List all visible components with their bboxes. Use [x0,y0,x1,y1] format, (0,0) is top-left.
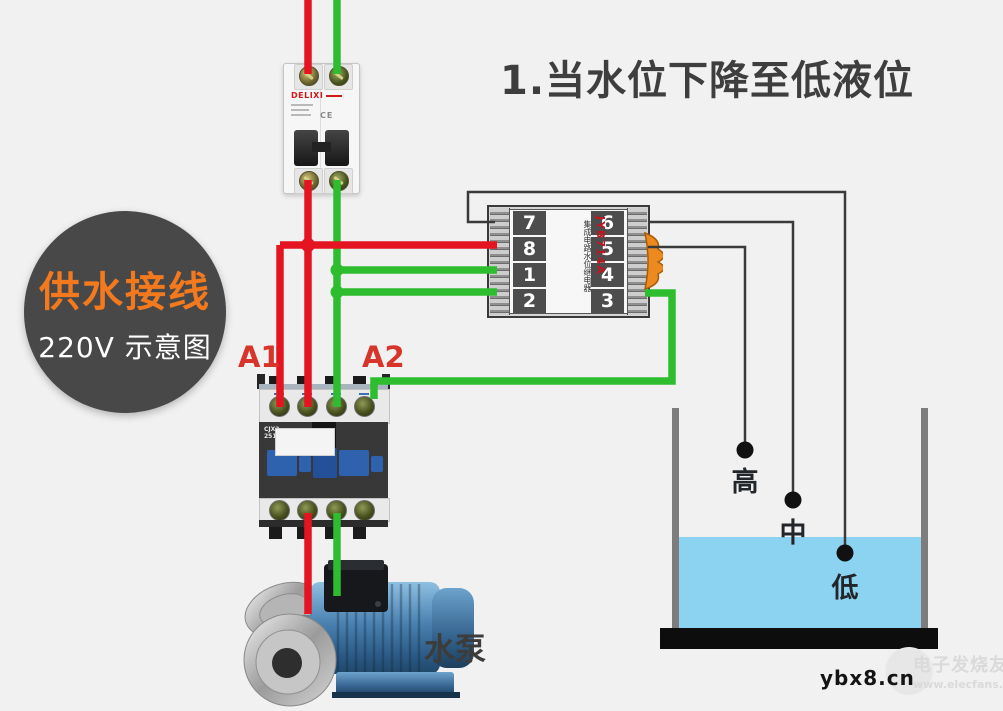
contactor-model-line2: 2510 [264,433,281,440]
watermark-site: ybx8.cn [820,666,915,690]
page-title: 1.当水位下降至低液位 [500,58,915,104]
pump-base-plate [332,692,460,698]
coil-label-a1: A1 [238,340,281,374]
wire-relay7-to-low-probe [466,190,847,553]
relay-terminal-8: 8 [513,237,546,261]
contactor-tab [353,527,366,539]
pump-label: 水泵 [424,632,486,668]
relay-terminal-6: 6 [591,211,624,235]
contactor: CJX2 2510 [257,372,390,540]
pump-suction-eye [272,648,302,678]
relay-name: 集成电路水位继电器 [583,220,592,292]
relay-terminal-3: 3 [591,289,624,313]
wire-relay6-to-mid-probe [648,220,795,500]
watermark-url: www.elecfans.com [913,678,1003,691]
relay-terminal-5: 5 [591,237,624,261]
badge-title: 供水接线 [39,268,211,316]
contactor-contact-nub [299,456,311,472]
low-level-label: 低 [831,573,859,604]
contactor-ear [257,374,265,389]
brand-underline [326,94,343,97]
breaker-fine-print [291,109,309,111]
junction-dot-green [330,285,344,299]
contactor-model: CJX2 2510 [264,426,281,440]
relay-model: JYB714A [594,216,607,275]
motor-fan-cover [432,588,474,668]
contactor-top-rail [259,384,388,390]
tank-wall-right [921,408,928,634]
breaker-pole-divider [320,64,321,193]
breaker-fine-print [291,114,311,116]
coil-label-a2: A2 [362,340,405,374]
high-probe-electrode [736,441,754,459]
badge-subtitle: 220V 示意图 [38,331,212,364]
screw-icon [354,396,375,417]
terminal-box-gland [375,601,381,607]
pump-base-foot [336,672,454,696]
tank-water [679,537,921,628]
relay-terminal-4: 4 [591,263,624,287]
relay-terminal-7: 7 [513,211,546,235]
relay-face-panel: 7 8 1 2 6 5 4 3 JYB714A 集成电路水位继电器 [509,209,628,314]
terminal-marking [359,393,369,395]
watermark-logo [886,647,932,693]
junction-dot-green [330,263,344,277]
contactor-bottom-edge [259,520,388,527]
water-level-relay: 7 8 1 2 6 5 4 3 JYB714A 集成电路水位继电器 [487,205,663,318]
high-level-label: 高 [731,467,759,498]
relay-terminal-2: 2 [513,289,546,313]
scheme-badge: 供水接线 220V 示意图 [24,211,226,413]
watermark-brand: 电子发烧友 [913,655,1003,676]
breaker-fine-print [291,104,313,106]
contactor-contact-nub [371,456,383,472]
water-pump [243,560,474,707]
probe-wires [466,190,847,553]
wire-green-relay3-to-a2 [370,289,676,399]
junction-dot-red [301,238,315,252]
contactor-model-line1: CJX2 [264,426,280,433]
contactor-tab [269,527,282,539]
breaker-brand: DELIXI [291,91,324,100]
live-wires [276,0,497,614]
terminal-box-lid [328,560,384,570]
low-probe-electrode [836,544,854,562]
breaker-ce-mark: CE [320,111,334,120]
tank-wall-left [672,408,679,634]
mid-probe-electrode [784,491,802,509]
mid-level-label: 中 [779,518,807,549]
contactor-contact-block [339,450,369,476]
contactor-rating-label [275,428,335,456]
relay-terminal-1: 1 [513,263,546,287]
wire-relay5-to-high-probe [648,245,747,450]
breaker-toggle-link [312,142,331,152]
tank-base [660,628,938,649]
